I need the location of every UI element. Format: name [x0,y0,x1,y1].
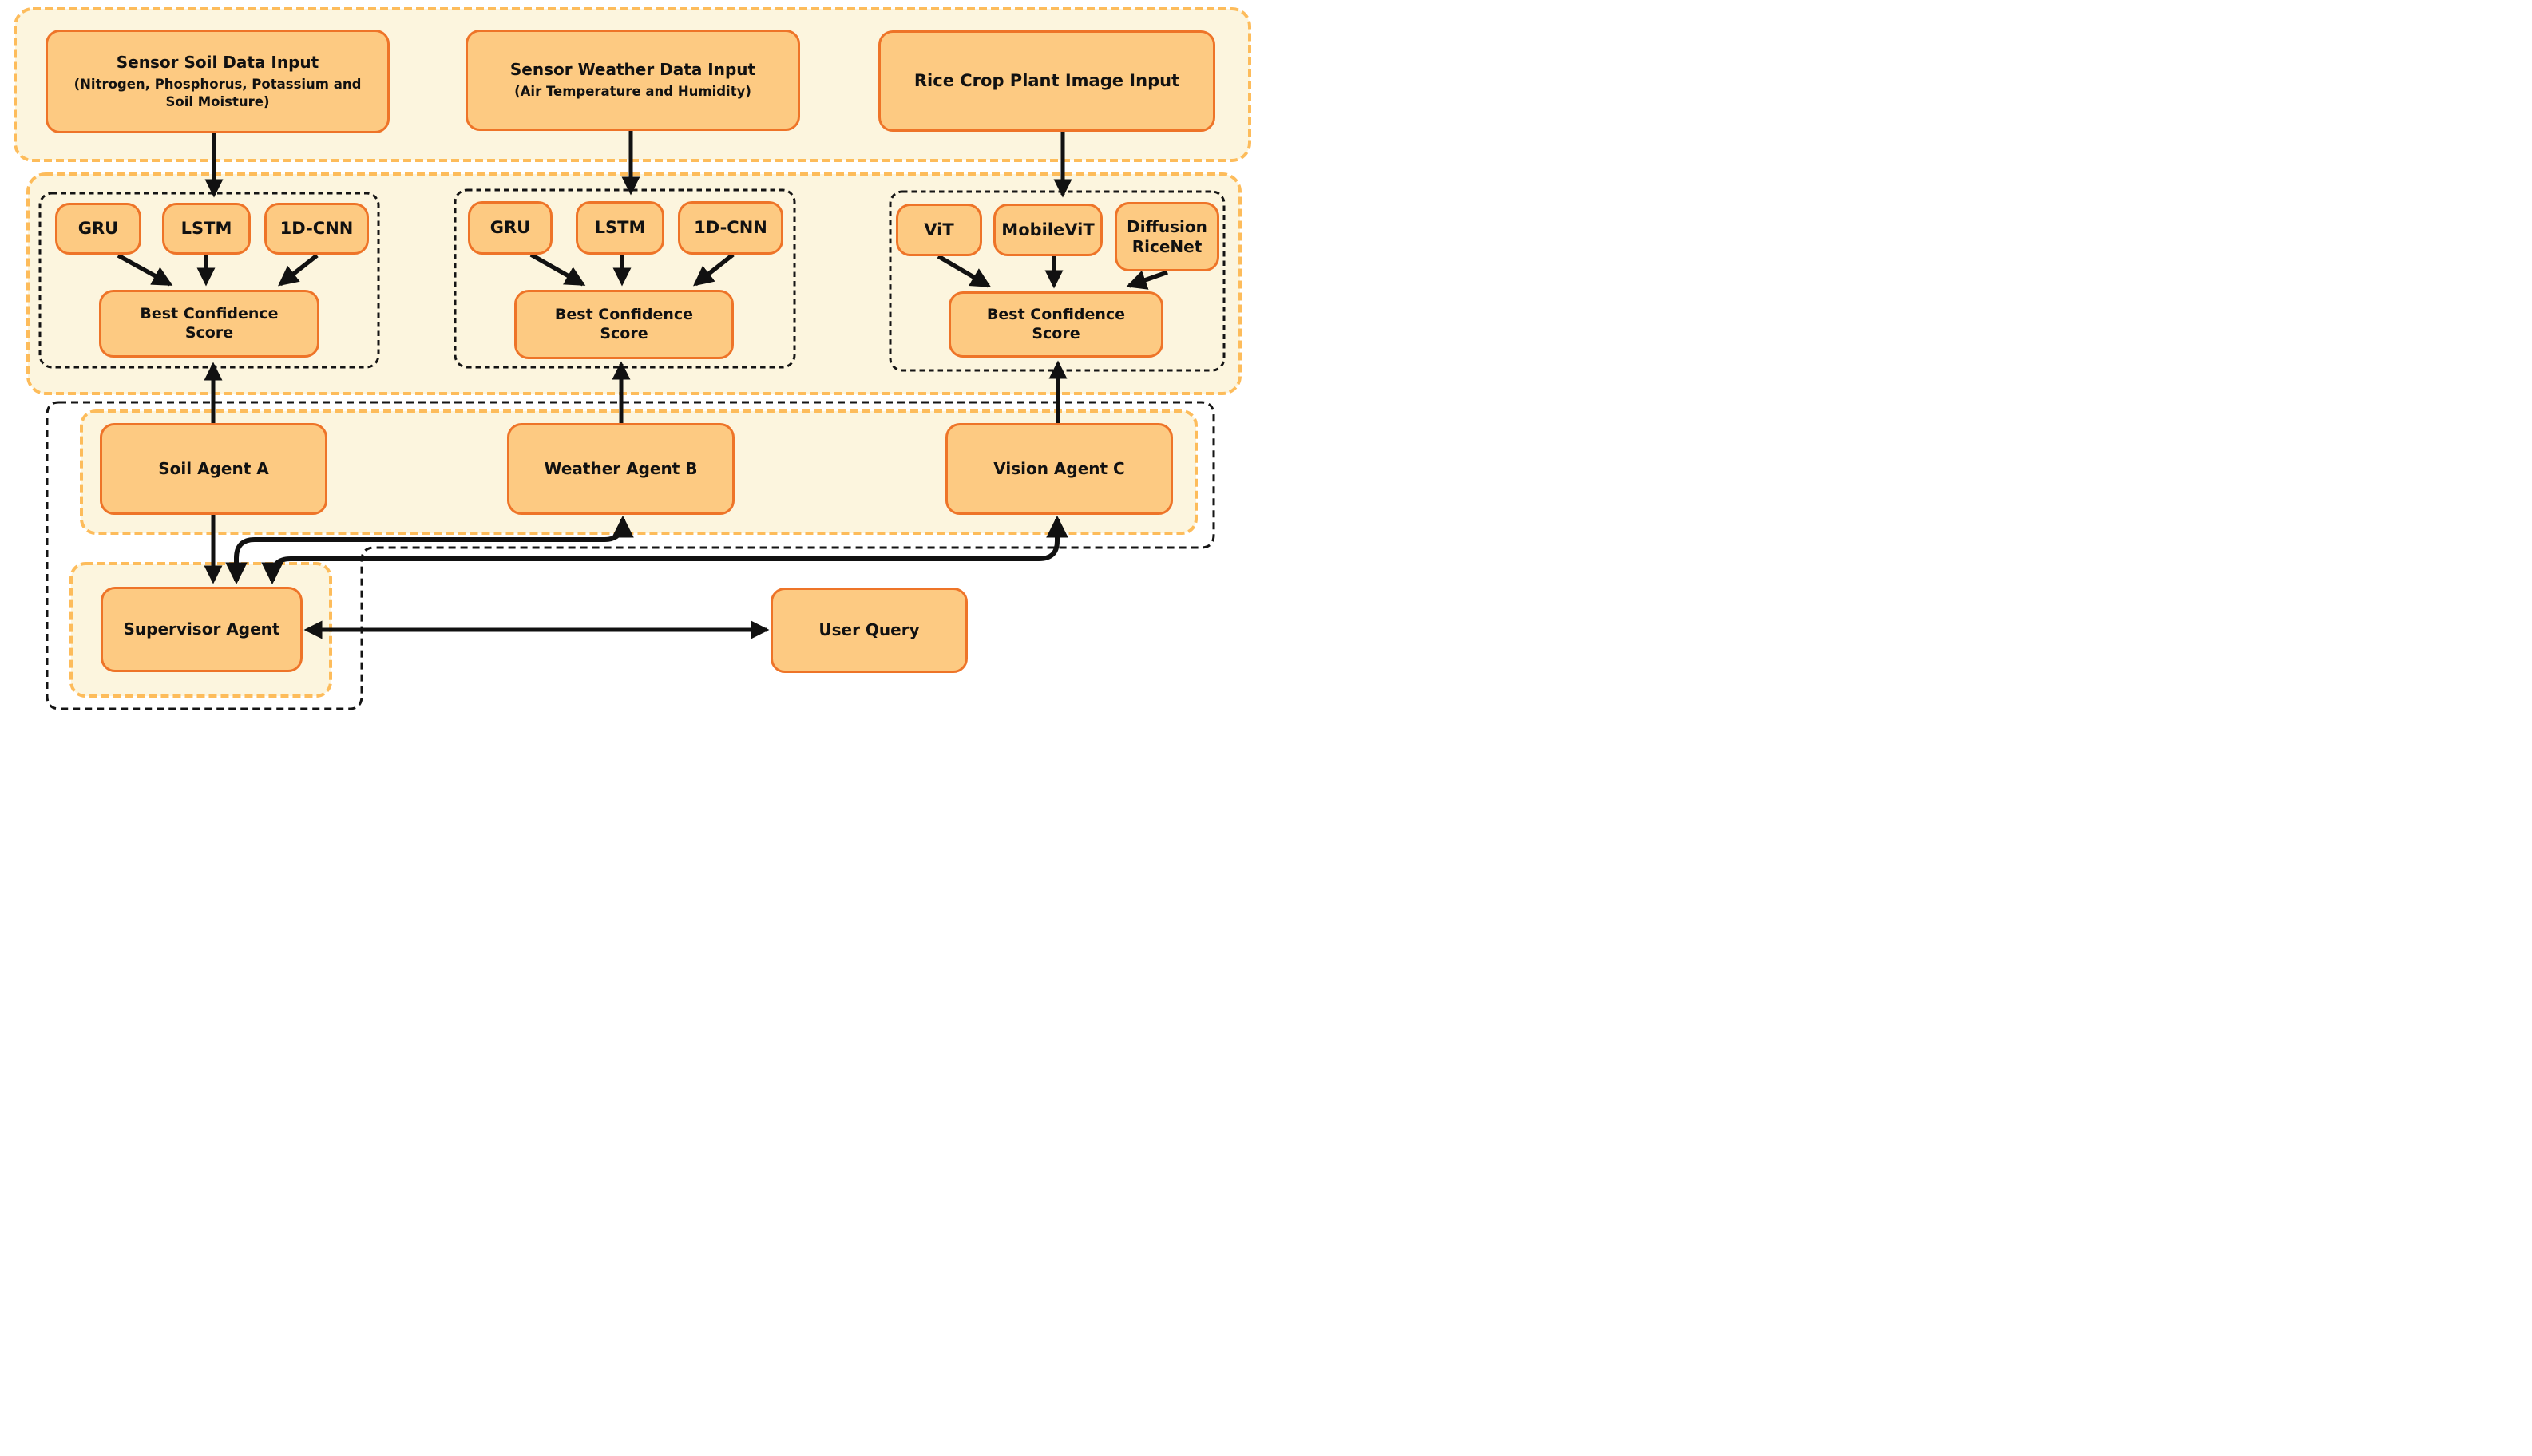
vit-label: ViT [924,220,954,239]
node-vision-agent: Vision Agent C [945,423,1173,515]
weather-best-confidence-label: Best Confidence Score [554,305,694,342]
node-user-query: User Query [771,588,968,673]
supervisor-agent-label: Supervisor Agent [123,619,280,639]
node-soil-agent: Soil Agent A [100,423,327,515]
sensor-soil-subtitle: (Nitrogen, Phosphorus, Potassium and Soi… [73,77,362,109]
arrow-supervisor-vision-agent [261,515,1068,585]
sensor-weather-title: Sensor Weather Data Input [509,60,756,80]
vision-best-confidence-label: Best Confidence Score [986,305,1126,342]
vision-agent-label: Vision Agent C [993,459,1125,478]
sensor-soil-title: Sensor Soil Data Input [116,53,319,73]
node-soil-lstm: LSTM [162,203,251,255]
node-weather-1dcnn: 1D-CNN [678,201,783,255]
node-sensor-soil-input: Sensor Soil Data Input (Nitrogen, Phosph… [46,30,390,133]
node-rice-image-input: Rice Crop Plant Image Input [878,30,1215,132]
user-query-label: User Query [818,620,920,639]
rice-image-title: Rice Crop Plant Image Input [913,71,1180,91]
weather-gru-label: GRU [489,218,531,238]
arrow-vit-to-bcs [937,254,992,288]
soil-lstm-label: LSTM [180,219,232,239]
node-weather-agent: Weather Agent B [507,423,735,515]
node-vit: ViT [896,204,982,256]
node-sensor-weather-input: Sensor Weather Data Input (Air Temperatu… [466,30,800,131]
node-vision-best-confidence: Best Confidence Score [949,291,1163,358]
arrow-gru1-to-bcs [117,253,173,287]
node-soil-1dcnn: 1D-CNN [264,203,369,255]
arrow-gru2-to-bcs [529,252,586,287]
soil-gru-label: GRU [77,219,119,239]
diffusion-ricenet-label: Diffusion RiceNet [1127,216,1207,256]
soil-agent-label: Soil Agent A [158,459,269,478]
weather-agent-label: Weather Agent B [544,459,698,478]
node-weather-gru: GRU [468,201,553,255]
soil-best-confidence-label: Best Confidence Score [140,304,279,342]
node-soil-gru: GRU [55,203,141,255]
arrow-cnn2-to-bcs [693,252,735,287]
architecture-diagram: Sensor Soil Data Input (Nitrogen, Phosph… [0,0,1266,728]
node-diffusion-ricenet: Diffusion RiceNet [1115,202,1219,271]
node-weather-best-confidence: Best Confidence Score [514,290,734,359]
node-weather-lstm: LSTM [576,201,664,255]
arrow-diffusion-to-bcs [1126,270,1168,290]
sensor-weather-subtitle: (Air Temperature and Humidity) [514,84,751,100]
node-mobilevit: MobileViT [993,204,1103,256]
node-supervisor-agent: Supervisor Agent [101,587,303,672]
node-soil-best-confidence: Best Confidence Score [99,290,319,358]
arrow-cnn1-to-bcs [278,253,319,287]
mobilevit-label: MobileViT [1001,220,1095,239]
soil-1dcnn-label: 1D-CNN [279,219,354,239]
weather-lstm-label: LSTM [594,218,646,238]
weather-1dcnn-label: 1D-CNN [694,218,767,238]
